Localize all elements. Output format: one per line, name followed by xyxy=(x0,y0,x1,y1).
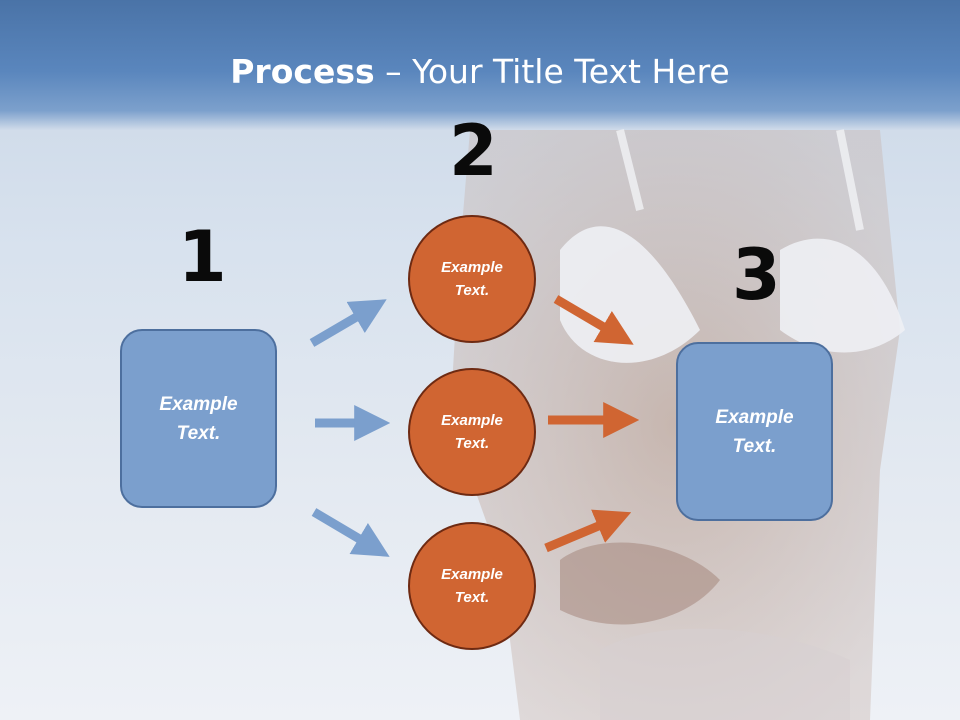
step-number-2: 2 xyxy=(449,110,498,192)
circle-middle-text: Example Text. xyxy=(441,412,503,452)
step-1-box: Example Text. xyxy=(120,329,277,508)
arrow-blue-down xyxy=(311,508,390,557)
step-1-text: Example Text. xyxy=(159,393,238,444)
circle-bottom-text: Example Text. xyxy=(441,566,503,606)
title-rest: – Your Title Text Here xyxy=(374,52,730,91)
title-bold: Process xyxy=(230,52,375,91)
header-band xyxy=(0,0,960,130)
circle-top-text: Example Text. xyxy=(441,259,503,299)
step-2-circle-middle: Example Text. xyxy=(408,368,536,496)
arrow-orange-up xyxy=(544,509,632,553)
slide-title: Process – Your Title Text Here xyxy=(0,52,960,91)
step-3-box: Example Text. xyxy=(676,342,833,521)
step-2-circle-top: Example Text. xyxy=(408,215,536,343)
arrow-blue-up xyxy=(309,299,387,347)
step-3-text: Example Text. xyxy=(715,406,794,457)
step-2-circle-bottom: Example Text. xyxy=(408,522,536,650)
step-number-1: 1 xyxy=(178,216,227,298)
step-number-3: 3 xyxy=(732,234,781,316)
arrow-orange-down xyxy=(553,295,634,345)
